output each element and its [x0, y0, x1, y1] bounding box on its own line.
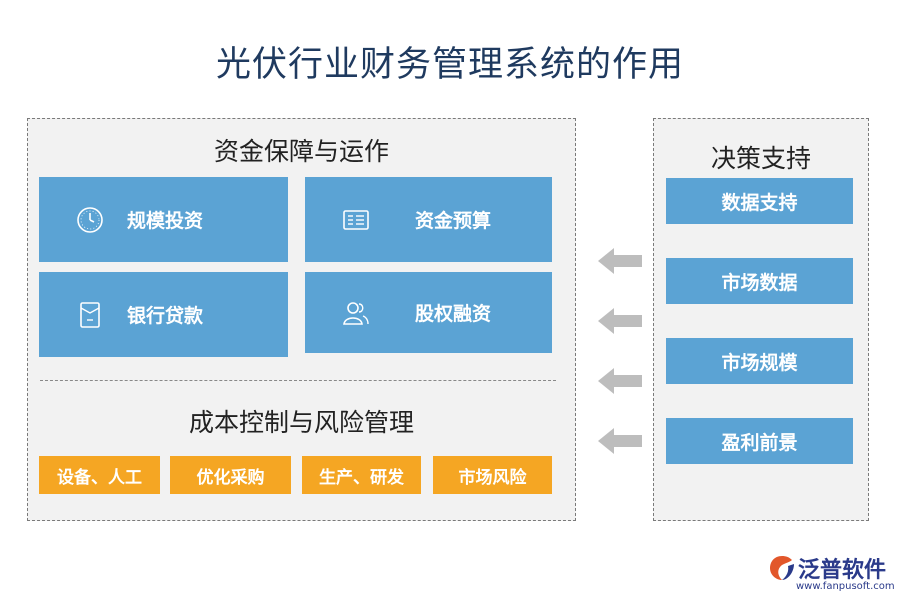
people-icon — [343, 301, 369, 325]
tag-purchase-optimization: 优化采购 — [170, 456, 291, 494]
tile-scale-investment: 规模投资 — [39, 177, 288, 262]
tag-market-risk: 市场风险 — [433, 456, 552, 494]
cost-section-title: 成本控制与风险管理 — [188, 408, 414, 437]
arrow-left-icon — [598, 368, 642, 394]
logo-mark-icon — [770, 556, 794, 580]
tile-label: 银行贷款 — [127, 305, 204, 327]
tile-label: 资金预算 — [415, 210, 492, 232]
envelope-icon — [80, 301, 100, 328]
logo-url: www.fanpusoft.com — [796, 581, 895, 592]
arrow-left-icon — [598, 428, 642, 454]
arrow-left-icon — [598, 308, 642, 334]
item-market-scale: 市场规模 — [666, 338, 853, 384]
brand-logo: 泛普软件 www.fanpusoft.com — [768, 552, 895, 594]
arrow-left-icon — [598, 248, 642, 274]
fund-section-title: 资金保障与运作 — [213, 137, 389, 166]
tile-fund-budget: 资金预算 — [305, 177, 552, 262]
item-data-support: 数据支持 — [666, 178, 853, 224]
item-profit-outlook: 盈利前景 — [666, 418, 853, 464]
tile-bank-loan: 银行贷款 — [39, 272, 288, 357]
document-icon — [343, 209, 369, 230]
tile-equity-financing: 股权融资 — [305, 272, 552, 353]
page-title: 光伏行业财务管理系统的作用 — [215, 45, 684, 85]
item-market-data: 市场数据 — [666, 258, 853, 304]
section-divider — [40, 380, 556, 381]
logo-name: 泛普软件 — [798, 558, 887, 583]
clock-icon — [77, 206, 103, 233]
tile-label: 规模投资 — [127, 210, 204, 232]
tile-label: 股权融资 — [415, 303, 492, 325]
tag-equipment-labor: 设备、人工 — [39, 456, 160, 494]
tag-production-rnd: 生产、研发 — [302, 456, 421, 494]
decision-support-title: 决策支持 — [710, 144, 811, 173]
